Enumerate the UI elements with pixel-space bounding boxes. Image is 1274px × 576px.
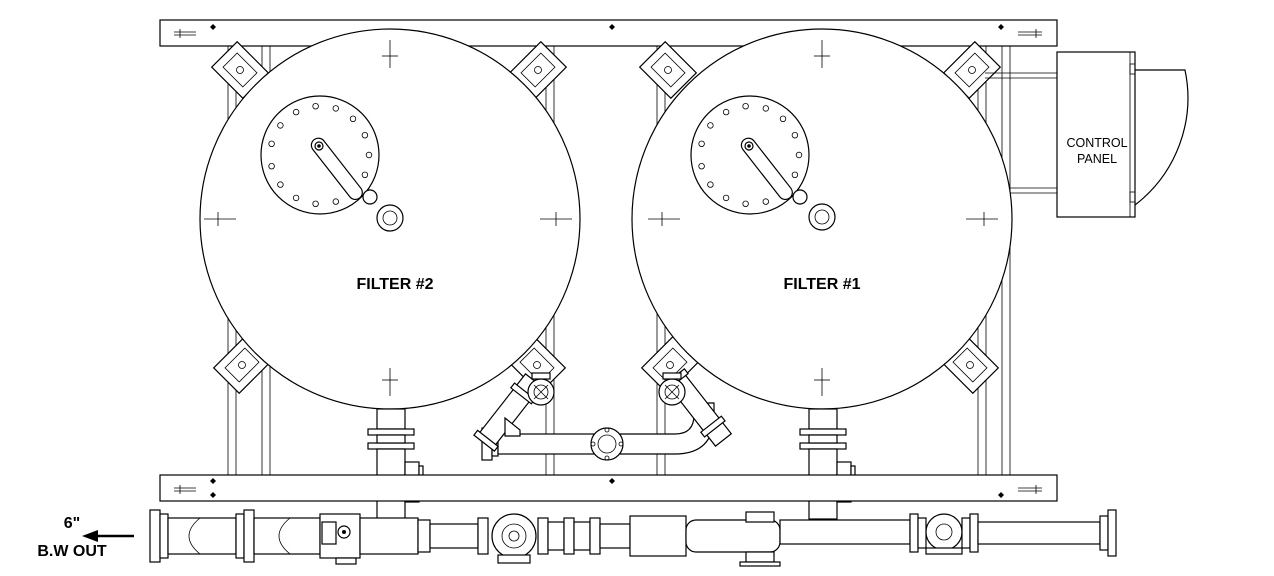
filter-2-tank: FILTER #2 [199, 28, 581, 410]
filter-1-label: FILTER #1 [783, 276, 860, 293]
outlet-size-label: 6" [64, 515, 80, 532]
outlet-name-label: B.W OUT [37, 543, 107, 560]
top-frame-beam [159, 19, 1058, 47]
filter-1-outlet-pipe [799, 408, 856, 520]
outlet-arrow-head [82, 530, 98, 542]
filter-2-label: FILTER #2 [356, 276, 433, 293]
backwash-manifold [149, 509, 1117, 567]
control-panel-label-2: PANEL [1077, 152, 1117, 166]
filter-1-manway-arm [740, 137, 793, 201]
bw-check-valve-right [925, 513, 963, 551]
filter-2-manway-arm [310, 137, 363, 201]
left-diagonal-pipe [473, 372, 555, 452]
bw-check-valve-left [491, 513, 537, 559]
filter-2-outlet-pipe [367, 408, 424, 520]
header-pipe [481, 402, 715, 461]
upper-brackets [210, 40, 1002, 100]
control-panel-label-1: CONTROL [1066, 136, 1127, 150]
right-diagonal-pipe [658, 368, 733, 447]
panel-door-swing [1134, 69, 1189, 206]
filter-1-tank: FILTER #1 [631, 28, 1013, 410]
bottom-frame-beam [159, 474, 1058, 502]
bw-out-annotation: 6" B.W OUT [37, 515, 134, 560]
control-panel: CONTROL PANEL [985, 51, 1189, 218]
